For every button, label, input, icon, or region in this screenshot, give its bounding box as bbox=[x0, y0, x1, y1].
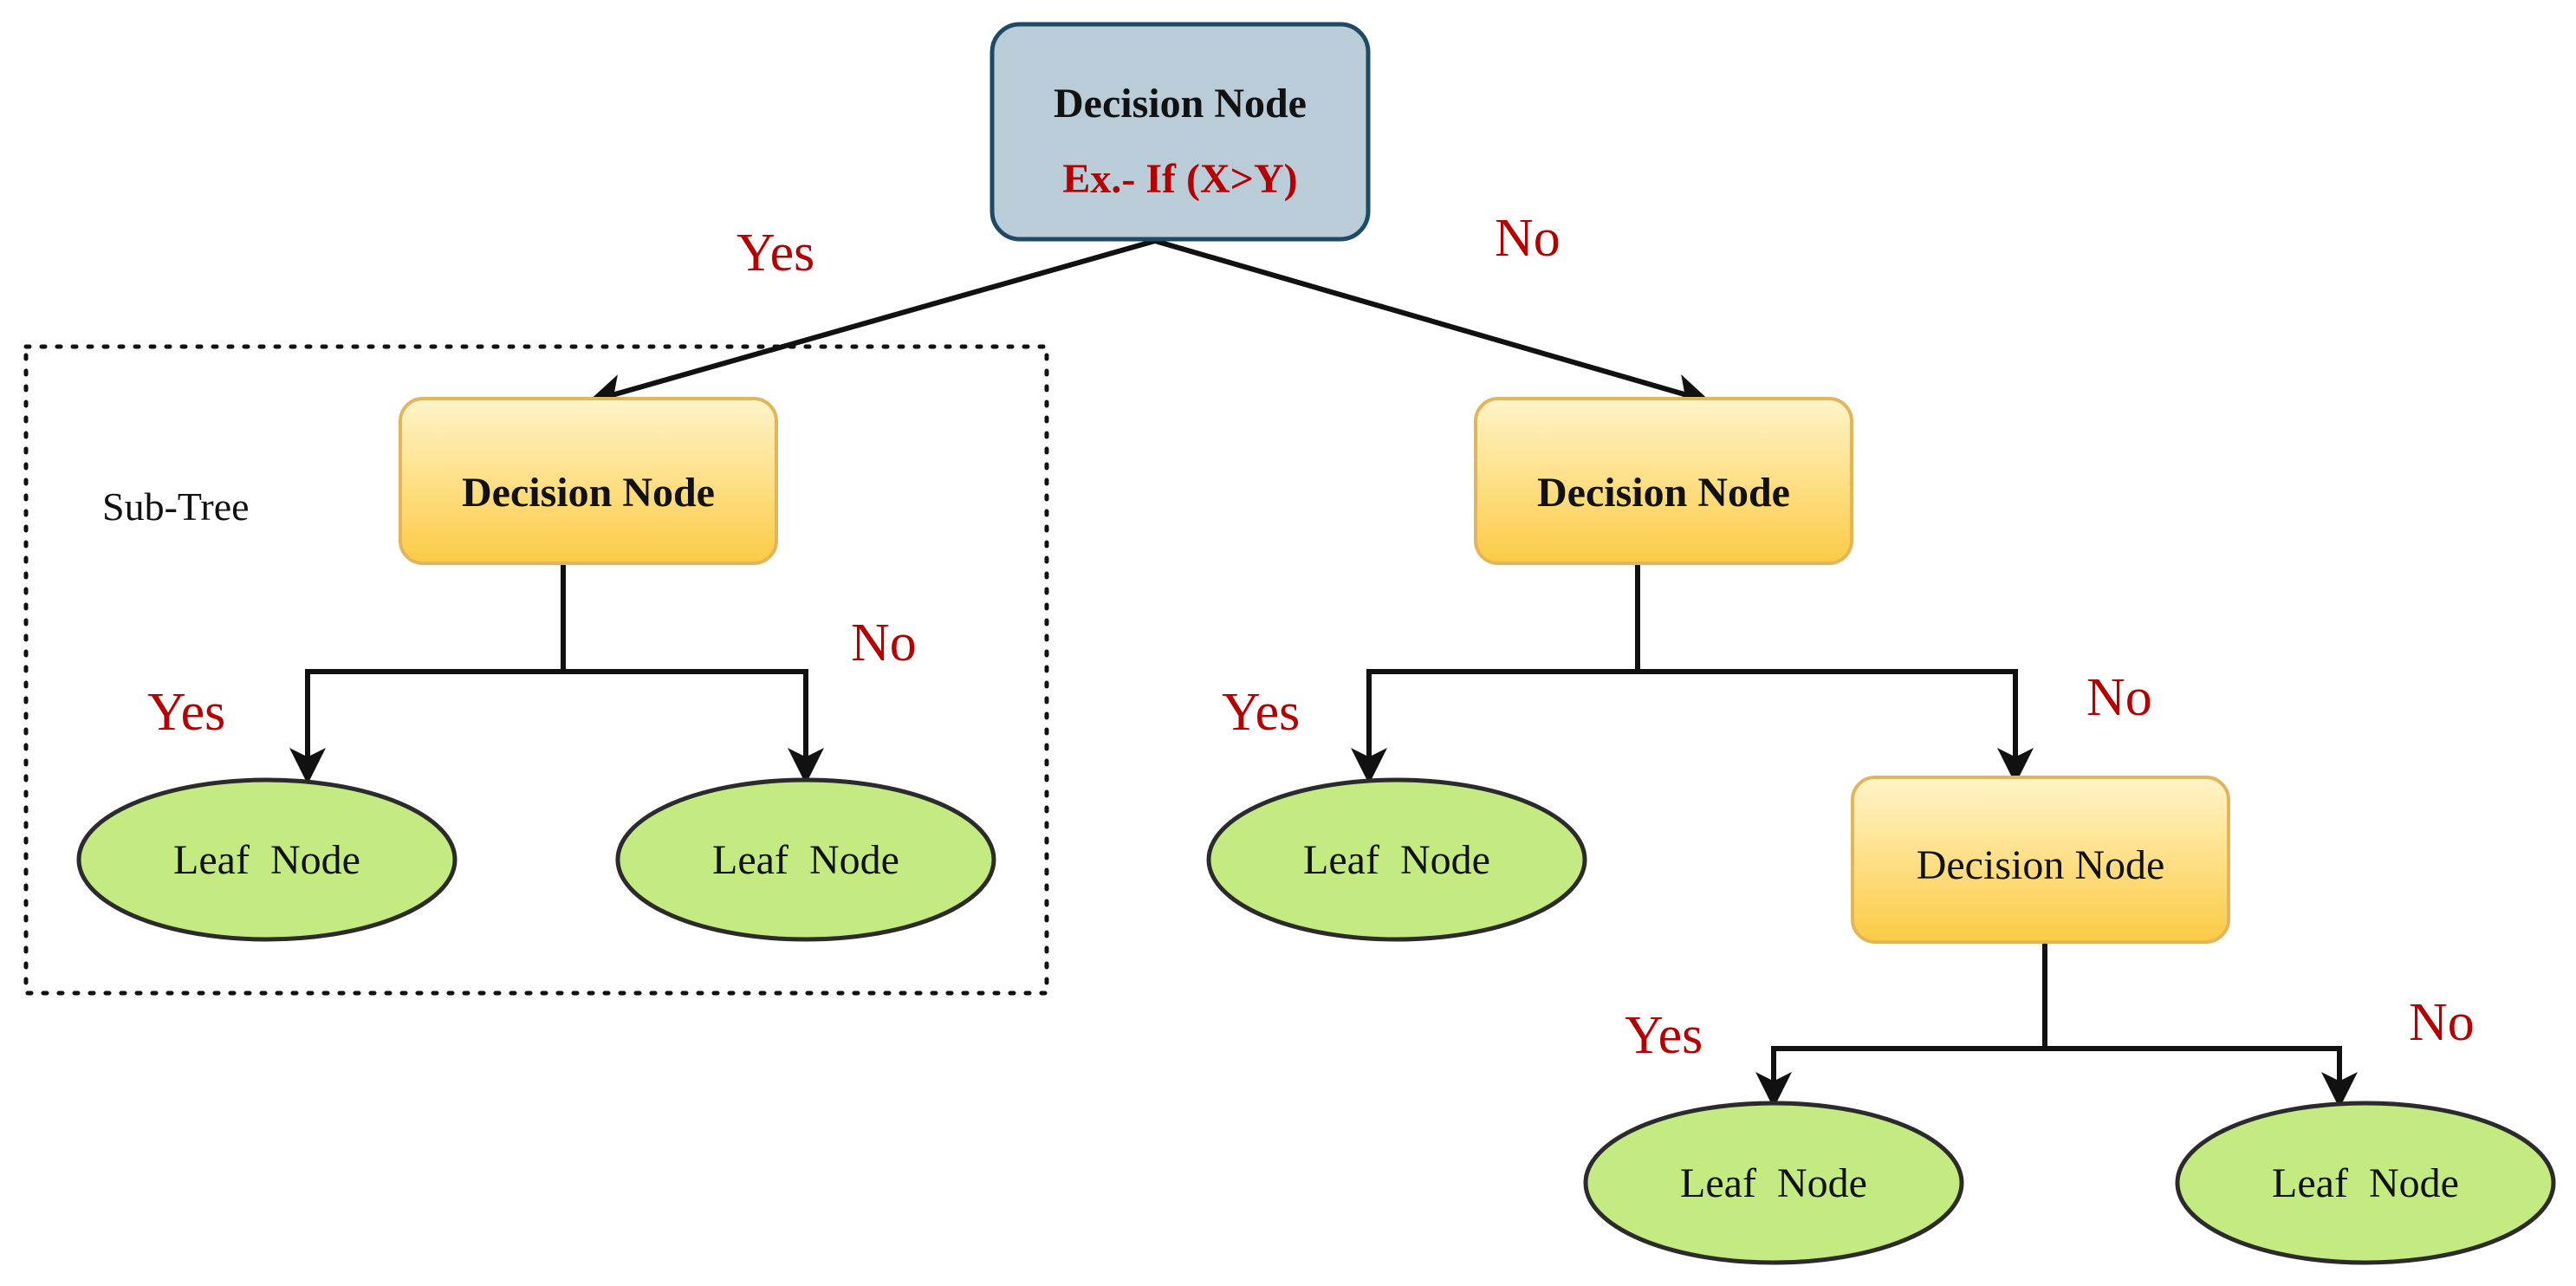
edge-right-stem bbox=[1369, 565, 2015, 674]
edge-label-left-yes: Yes bbox=[147, 683, 225, 742]
edge-root-yes bbox=[587, 238, 1156, 410]
edge-root-no bbox=[1154, 238, 1711, 410]
leaf-node-5-label: Leaf Node bbox=[2272, 1160, 2459, 1206]
leaf-node-5: Leaf Node bbox=[2175, 1101, 2556, 1265]
root-node-condition: Ex.- If (X>Y) bbox=[1062, 156, 1297, 202]
subtree-label: Sub-Tree bbox=[102, 484, 250, 529]
left-decision-node: Decision Node bbox=[399, 397, 778, 565]
right-decision-label: Decision Node bbox=[1537, 470, 1790, 516]
edge-label-lower-yes: Yes bbox=[1625, 1006, 1703, 1065]
leaf-node-3: Leaf Node bbox=[1206, 777, 1587, 942]
leaf-node-1-label: Leaf Node bbox=[173, 837, 360, 883]
leaf-node-2-label: Leaf Node bbox=[712, 837, 899, 883]
edge-lower-stem bbox=[1774, 943, 2339, 1051]
edge-label-lower-no: No bbox=[2409, 993, 2475, 1052]
edge-label-root-yes: Yes bbox=[736, 224, 814, 283]
leaf-node-2: Leaf Node bbox=[615, 777, 996, 942]
right-decision-node: Decision Node bbox=[1474, 397, 1853, 565]
edge-label-right-no: No bbox=[2086, 668, 2152, 727]
leaf-node-1: Leaf Node bbox=[76, 777, 457, 942]
lower-decision-label: Decision Node bbox=[1917, 842, 2165, 888]
root-node-title: Decision Node bbox=[1054, 81, 1307, 127]
edge-label-root-no: No bbox=[1495, 209, 1561, 268]
subtree-frame bbox=[23, 344, 1049, 996]
edge-left-stem bbox=[308, 565, 806, 674]
left-decision-label: Decision Node bbox=[462, 470, 715, 516]
edge-label-left-no: No bbox=[851, 614, 917, 672]
leaf-node-3-label: Leaf Node bbox=[1303, 837, 1490, 883]
lower-decision-node: Decision Node bbox=[1851, 776, 2230, 944]
edge-label-right-yes: Yes bbox=[1222, 683, 1300, 742]
leaf-node-4: Leaf Node bbox=[1583, 1101, 1964, 1265]
root-decision-node: Decision Node Ex.- If (X>Y) bbox=[990, 22, 1371, 242]
leaf-node-4-label: Leaf Node bbox=[1680, 1160, 1867, 1206]
